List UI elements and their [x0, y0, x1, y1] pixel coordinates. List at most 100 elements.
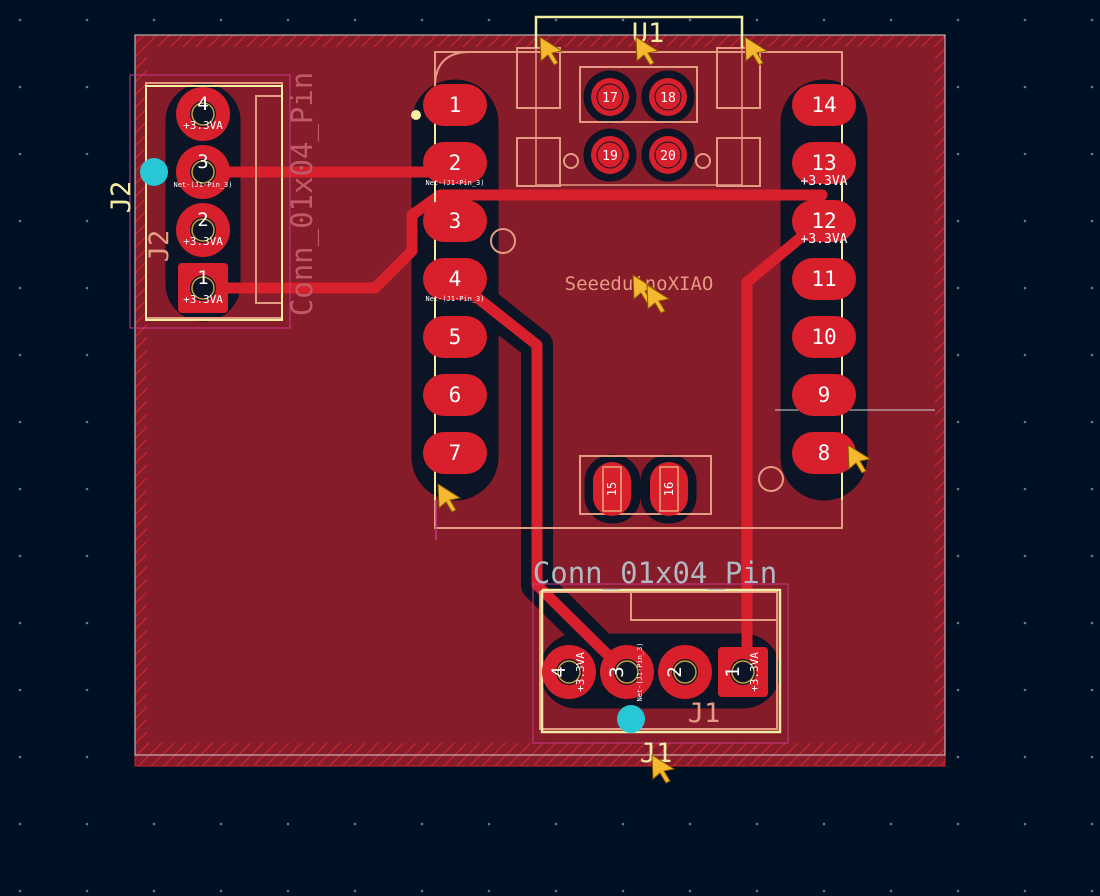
pad-number: 6: [449, 383, 462, 407]
xiao-pad-19[interactable]: 19: [591, 136, 629, 174]
grid-dot: [889, 889, 893, 893]
xiao-pad-1[interactable]: 1: [423, 84, 487, 126]
grid-dot: [152, 822, 156, 826]
grid-dot: [1023, 420, 1027, 424]
grid-dot: [85, 85, 89, 89]
xiao-pad-9[interactable]: 9: [792, 374, 856, 416]
grid-dot: [1023, 18, 1027, 22]
pad-net-label: Net-(J1-Pin_3): [173, 181, 232, 189]
pad-net-label: +3.3VA: [801, 174, 848, 189]
grid-dot: [85, 621, 89, 625]
grid-dot: [152, 889, 156, 893]
grid-dot: [956, 353, 960, 357]
grid-dot: [1090, 889, 1094, 893]
pad-number: 7: [449, 441, 462, 465]
grid-dot: [755, 889, 759, 893]
grid-dot: [1090, 18, 1094, 22]
grid-dot: [18, 152, 22, 156]
pad-number: 9: [818, 383, 831, 407]
grid-dot: [1023, 487, 1027, 491]
j2-pad-1[interactable]: 1+3.3VA: [178, 263, 228, 313]
xiao-pad-17[interactable]: 17: [591, 78, 629, 116]
grid-dot: [822, 889, 826, 893]
grid-dot: [889, 18, 893, 22]
track-xiao-pin4-to-j1-pin3: [449, 274, 631, 678]
xiao-pad-6[interactable]: 6: [423, 374, 487, 416]
xiao-pad-18[interactable]: 18: [649, 78, 687, 116]
grid-dot: [286, 18, 290, 22]
grid-dot: [1023, 554, 1027, 558]
pin1-marker-icon: [411, 110, 421, 120]
grid-dot: [688, 822, 692, 826]
pad-net-label: Net-(J1-Pin_3): [636, 642, 644, 701]
pad-number: 20: [660, 149, 676, 164]
pad-net-label: +3.3VA: [574, 652, 587, 692]
j1-anchor-icon[interactable]: [617, 705, 645, 733]
grid-dot: [85, 688, 89, 692]
grid-dot: [487, 889, 491, 893]
xiao-pad-13[interactable]: 13+3.3VA: [792, 142, 856, 189]
copper-tracks: [194, 166, 828, 678]
grid-dot: [1090, 554, 1094, 558]
xiao-pad-20[interactable]: 20: [649, 136, 687, 174]
grid-dot: [1090, 219, 1094, 223]
j1-pad-4[interactable]: 4+3.3VA: [542, 645, 596, 699]
j2-pad-2[interactable]: 2 +3.3VA: [176, 203, 230, 257]
grid-dot: [956, 18, 960, 22]
grid-dot: [219, 18, 223, 22]
grid-dot: [956, 822, 960, 826]
j1-pad-1[interactable]: 1+3.3VA: [718, 647, 768, 697]
cursor-arrow-icon: [651, 754, 676, 784]
selection-boxes: [129, 74, 789, 744]
grid-dot: [1090, 755, 1094, 759]
track-j2-pin1-to-xiao-pin13: [194, 189, 828, 294]
j2-anchor-icon[interactable]: [140, 158, 168, 186]
grid-dot: [1023, 152, 1027, 156]
grid-dot: [18, 18, 22, 22]
xiao-pad-16[interactable]: 16: [650, 462, 688, 516]
grid-dot: [956, 621, 960, 625]
pad-number: 17: [602, 91, 618, 106]
grid-dot: [688, 889, 692, 893]
pad-number: 14: [811, 93, 836, 117]
xiao-pad-10[interactable]: 10: [792, 316, 856, 358]
track-xiao-pin12-to-j1-pin1: [741, 214, 828, 678]
xiao-pad-15[interactable]: 15: [593, 462, 631, 516]
grid-dot: [18, 420, 22, 424]
grid-dot: [956, 85, 960, 89]
pad-number: 4: [449, 267, 462, 291]
pad-number: 2: [197, 209, 208, 231]
pad-number: 4: [197, 93, 208, 115]
grid-dot: [1090, 420, 1094, 424]
xiao-pad-5[interactable]: 5: [423, 316, 487, 358]
j2-pad-4[interactable]: 4+3.3VA: [176, 87, 230, 141]
grid-dot: [85, 219, 89, 223]
grid-dot: [822, 822, 826, 826]
grid-dot: [85, 420, 89, 424]
xiao-pad-7[interactable]: 7: [423, 432, 487, 474]
markers-layer: [437, 36, 872, 784]
grid-dot: [18, 487, 22, 491]
pad-number: 15: [605, 482, 619, 496]
grid-dot: [956, 688, 960, 692]
grid-dot: [1023, 353, 1027, 357]
xiao-pad-8[interactable]: 8: [792, 432, 856, 474]
xiao-pad-11[interactable]: 11: [792, 258, 856, 300]
pad-net-label: +3.3VA: [183, 235, 223, 248]
grid-dot: [353, 18, 357, 22]
pad-number: 2: [664, 666, 686, 677]
xiao-pad-14[interactable]: 14: [792, 84, 856, 126]
pad-net-label: +3.3VA: [748, 652, 761, 692]
pad-net-label: +3.3VA: [183, 293, 223, 306]
xiao-pad-12[interactable]: 12+3.3VA: [792, 200, 856, 247]
xiao-pad-3[interactable]: 3: [423, 200, 487, 242]
j1-pad-2[interactable]: 2: [658, 645, 712, 699]
grid-dot: [956, 219, 960, 223]
grid-dot: [1023, 219, 1027, 223]
